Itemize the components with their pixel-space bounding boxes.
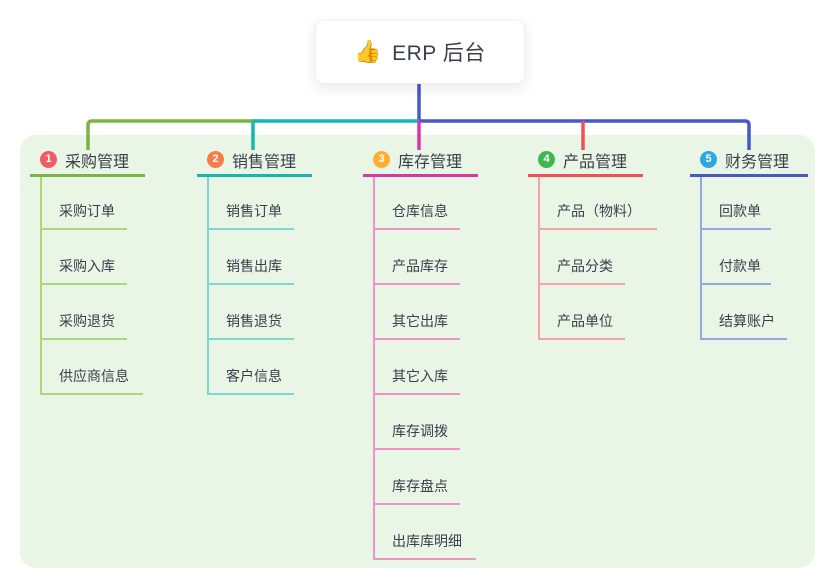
branch-title-node[interactable]: 5 财务管理 — [690, 145, 808, 177]
branch-item-node[interactable]: 产品库存 — [375, 230, 460, 285]
branch-sub-list: 回款单付款单结算账户 — [700, 177, 787, 340]
branch-item-label: 出库库明细 — [392, 533, 462, 549]
branch-item-node[interactable]: 库存调拨 — [375, 395, 460, 450]
branch-item-node[interactable]: 其它入库 — [375, 340, 460, 395]
branch-item-label: 采购订单 — [59, 203, 115, 219]
branch-item-node[interactable]: 采购入库 — [42, 230, 127, 285]
branch-item-label: 回款单 — [719, 203, 761, 219]
branch-item-node[interactable]: 客户信息 — [209, 340, 294, 395]
branch-item-node[interactable]: 采购退货 — [42, 285, 127, 340]
branch-item-label: 客户信息 — [226, 368, 282, 384]
branch-number-badge: 1 — [40, 151, 57, 168]
branch-title-node[interactable]: 4 产品管理 — [528, 145, 643, 177]
thumbs-up-icon: 👍 — [354, 39, 383, 64]
branch-item-label: 销售订单 — [226, 203, 282, 219]
branch-number-badge: 2 — [207, 151, 224, 168]
branch-title-node[interactable]: 2 销售管理 — [197, 145, 312, 177]
branch-item-node[interactable]: 结算账户 — [702, 285, 787, 340]
branch-item-label: 库存调拨 — [392, 423, 448, 439]
branch-item-label: 销售出库 — [226, 258, 282, 274]
branch-item-label: 结算账户 — [719, 313, 775, 329]
branch-sub-list: 产品（物料） 产品分类产品单位 — [538, 177, 657, 340]
branch-item-node[interactable]: 采购订单 — [42, 177, 127, 230]
branch-item-node[interactable]: 出库库明细 — [375, 505, 476, 560]
branch-item-label: 产品单位 — [557, 313, 613, 329]
branch-item-node[interactable]: 销售出库 — [209, 230, 294, 285]
branch-item-label: 付款单 — [719, 258, 761, 274]
branch-item-node[interactable]: 仓库信息 — [375, 177, 460, 230]
branch-item-node[interactable]: 付款单 — [702, 230, 771, 285]
branch-sub-list: 仓库信息产品库存其它出库其它入库库存调拨库存盘点出库库明细 — [373, 177, 476, 560]
branch-title-label: 采购管理 — [65, 153, 130, 171]
branch-item-node[interactable]: 产品单位 — [540, 285, 625, 340]
root-node-label: ERP 后台 — [392, 42, 486, 65]
branch-item-node[interactable]: 其它出库 — [375, 285, 460, 340]
branch-item-node[interactable]: 库存盘点 — [375, 450, 460, 505]
branch-title-label: 财务管理 — [725, 153, 790, 171]
branch-number-badge: 3 — [373, 151, 390, 168]
branch-item-label: 产品（物料） — [557, 203, 641, 219]
branch-title-label: 产品管理 — [563, 153, 628, 171]
branch-number-badge: 5 — [700, 151, 717, 168]
branch-title-node[interactable]: 1 采购管理 — [30, 145, 145, 177]
branch-title-label: 销售管理 — [232, 153, 297, 171]
branch-item-node[interactable]: 产品（物料） — [540, 177, 657, 230]
branches-panel-background — [20, 135, 815, 568]
branch-item-label: 仓库信息 — [392, 203, 448, 219]
branch-item-node[interactable]: 供应商信息 — [42, 340, 143, 395]
branch-sub-list: 销售订单销售出库销售退货客户信息 — [207, 177, 294, 395]
branch-item-label: 采购入库 — [59, 258, 115, 274]
branch-item-node[interactable]: 回款单 — [702, 177, 771, 230]
branch-item-label: 库存盘点 — [392, 478, 448, 494]
branch-item-node[interactable]: 产品分类 — [540, 230, 625, 285]
branch-number-badge: 4 — [538, 151, 555, 168]
branch-item-label: 产品库存 — [392, 258, 448, 274]
branch-item-node[interactable]: 销售退货 — [209, 285, 294, 340]
branch-item-label: 销售退货 — [226, 313, 282, 329]
branch-title-node[interactable]: 3 库存管理 — [363, 145, 478, 177]
branch-item-label: 采购退货 — [59, 313, 115, 329]
branch-item-node[interactable]: 销售订单 — [209, 177, 294, 230]
branch-sub-list: 采购订单采购入库采购退货供应商信息 — [40, 177, 143, 395]
branch-item-label: 供应商信息 — [59, 368, 129, 384]
branch-item-label: 其它出库 — [392, 313, 448, 329]
branch-title-label: 库存管理 — [398, 153, 463, 171]
root-node[interactable]: 👍 ERP 后台 — [315, 20, 525, 84]
branch-item-label: 其它入库 — [392, 368, 448, 384]
branch-item-label: 产品分类 — [557, 258, 613, 274]
